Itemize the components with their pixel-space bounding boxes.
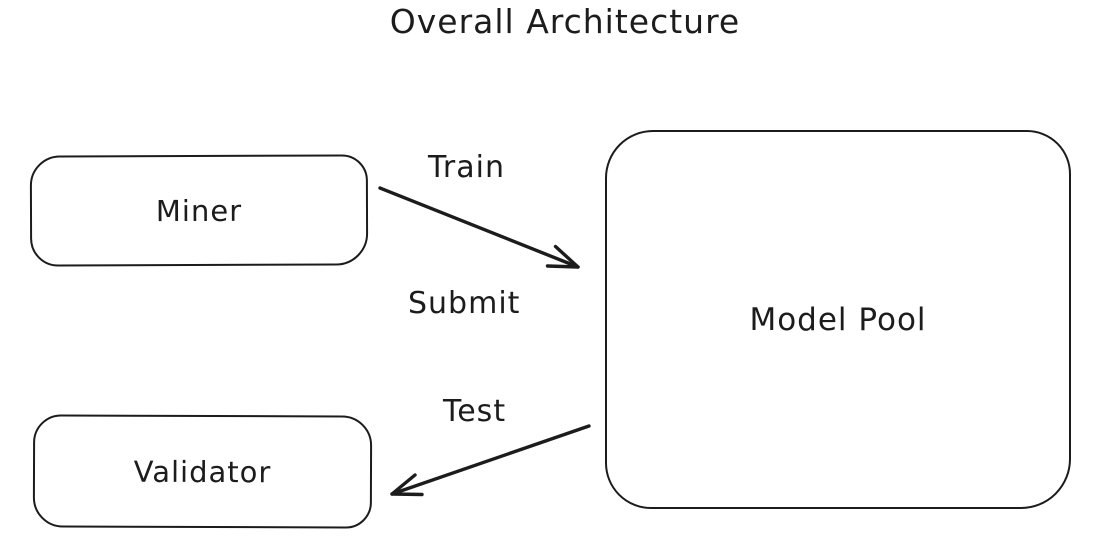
edge-label-train: Train — [428, 150, 505, 185]
node-model-pool: Model Pool — [605, 130, 1071, 509]
arrow-model-pool-to-validator — [390, 424, 591, 497]
node-miner: Miner — [29, 154, 369, 267]
node-model-pool-label: Model Pool — [749, 301, 927, 338]
diagram-title: Overall Architecture — [389, 2, 741, 41]
node-miner-label: Miner — [155, 193, 243, 228]
edge-label-submit: Submit — [408, 286, 521, 321]
node-validator: Validator — [32, 414, 373, 529]
arrow-miner-to-model-pool — [378, 186, 580, 269]
node-validator-label: Validator — [133, 454, 272, 489]
edge-label-test: Test — [443, 394, 507, 429]
